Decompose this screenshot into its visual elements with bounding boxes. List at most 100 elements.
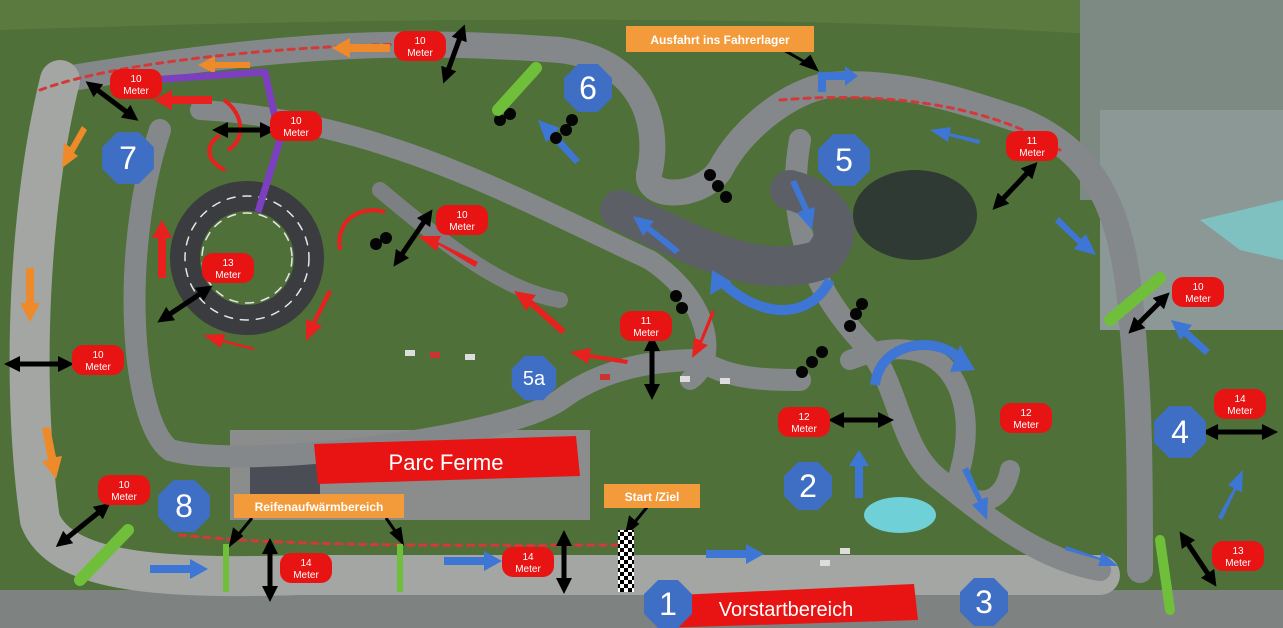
tire-stack (704, 169, 716, 181)
red-signs: Parc Ferme Vorstartbereich (314, 436, 918, 628)
orange-arrow (42, 427, 62, 479)
distance-value: 14 (300, 558, 312, 569)
orange-arrow (332, 38, 390, 58)
distance-arrow (992, 162, 1038, 210)
red-arrow (570, 348, 628, 364)
distance-arrow (441, 24, 467, 84)
section-label: 8 (175, 488, 193, 524)
distance-labels: 10Meter10Meter10Meter11Meter13Meter10Met… (72, 31, 1266, 583)
tire-stack (566, 114, 578, 126)
tire-stack (806, 356, 818, 368)
section-marker (158, 480, 210, 532)
green-cone (1104, 272, 1166, 326)
blue-arrow (790, 180, 815, 230)
sign-pointers (228, 46, 820, 548)
distance-value: 13 (1232, 546, 1244, 557)
red-arrow (152, 220, 172, 278)
green-cone (1155, 535, 1175, 615)
distance-unit: Meter (407, 48, 433, 59)
blue-arrow (1065, 546, 1118, 566)
distance-unit: Meter (85, 362, 111, 373)
pre-start-sign (656, 584, 918, 628)
tire-stack (670, 290, 682, 302)
distance-value: 10 (1192, 282, 1204, 293)
blue-arrow-head (950, 345, 975, 372)
distance-label-bg (1006, 131, 1058, 161)
distance-value: 14 (1234, 394, 1246, 405)
distance-unit: Meter (449, 222, 475, 233)
distance-unit: Meter (111, 492, 137, 503)
orange-arrow (62, 126, 87, 168)
blue-arrow (150, 559, 208, 579)
blue-arrow (849, 450, 869, 498)
curved-arrow-heads (710, 270, 975, 372)
distance-label-bg (280, 553, 332, 583)
pointer-head (624, 515, 640, 536)
tire-stack (380, 232, 392, 244)
section-marker (960, 578, 1008, 626)
distance-arrow (55, 502, 111, 548)
blue-arrow (1218, 470, 1243, 520)
blue-arrow (706, 544, 764, 564)
distance-label-bg (502, 547, 554, 577)
red-arrow (692, 310, 715, 358)
tire-stack (494, 114, 506, 126)
start-finish-line (618, 530, 634, 592)
distance-arrow (85, 81, 139, 121)
distance-value: 12 (1020, 408, 1032, 419)
distance-label-bg (110, 69, 162, 99)
red-arrow (306, 290, 332, 341)
distance-label-bg (778, 407, 830, 437)
blue-arrow (1171, 320, 1210, 355)
parc-ferme-sign (314, 436, 580, 484)
section-marker (102, 132, 154, 184)
blue-arrow (633, 216, 680, 254)
distance-arrow (393, 209, 433, 267)
section-label: 5 (835, 142, 853, 178)
orange-signs: Ausfahrt ins Fahrerlager Reifenaufwärmbe… (234, 26, 814, 518)
distance-unit: Meter (215, 270, 241, 281)
distance-label-bg (1214, 389, 1266, 419)
tire-stack (850, 308, 862, 320)
parc-ferme-label: Parc Ferme (389, 450, 504, 475)
section-marker (1154, 406, 1206, 458)
distance-label-bg (1212, 541, 1264, 571)
distance-arrows (3, 24, 1279, 603)
distance-unit: Meter (1227, 406, 1253, 417)
distance-unit: Meter (791, 424, 817, 435)
tire-stack (712, 180, 724, 192)
distance-label-bg (1172, 277, 1224, 307)
pointer-head (799, 54, 820, 72)
distance-value: 12 (798, 412, 810, 423)
tire-stack (816, 346, 828, 358)
distance-arrow (1179, 531, 1217, 587)
section-label: 6 (579, 70, 597, 106)
distance-value: 10 (456, 210, 468, 221)
section-marker (511, 355, 557, 401)
distance-label-bg (620, 311, 672, 341)
blue-arrow (1055, 217, 1096, 255)
distance-label-bg (436, 205, 488, 235)
red-arrow (514, 291, 566, 334)
section-label: 7 (119, 140, 137, 176)
curved-blue-arrow (716, 276, 835, 315)
section-label: 2 (799, 468, 817, 504)
distance-arrow (1128, 292, 1170, 334)
distance-value: 10 (130, 74, 142, 85)
tire-stack (796, 366, 808, 378)
distance-unit: Meter (1225, 558, 1251, 569)
parked-cars (405, 350, 850, 566)
distance-value: 14 (522, 552, 534, 563)
distance-unit: Meter (283, 128, 309, 139)
distance-label-bg (98, 475, 150, 505)
tire-stack (560, 124, 572, 136)
distance-label-bg (394, 31, 446, 61)
pointer-head (228, 527, 244, 548)
distance-label-bg (72, 345, 124, 375)
red-arrows (152, 90, 715, 364)
blue-arrow-head (710, 270, 732, 295)
orange-arrows (20, 38, 390, 479)
distance-unit: Meter (123, 86, 149, 97)
orange-arrow (198, 56, 250, 74)
